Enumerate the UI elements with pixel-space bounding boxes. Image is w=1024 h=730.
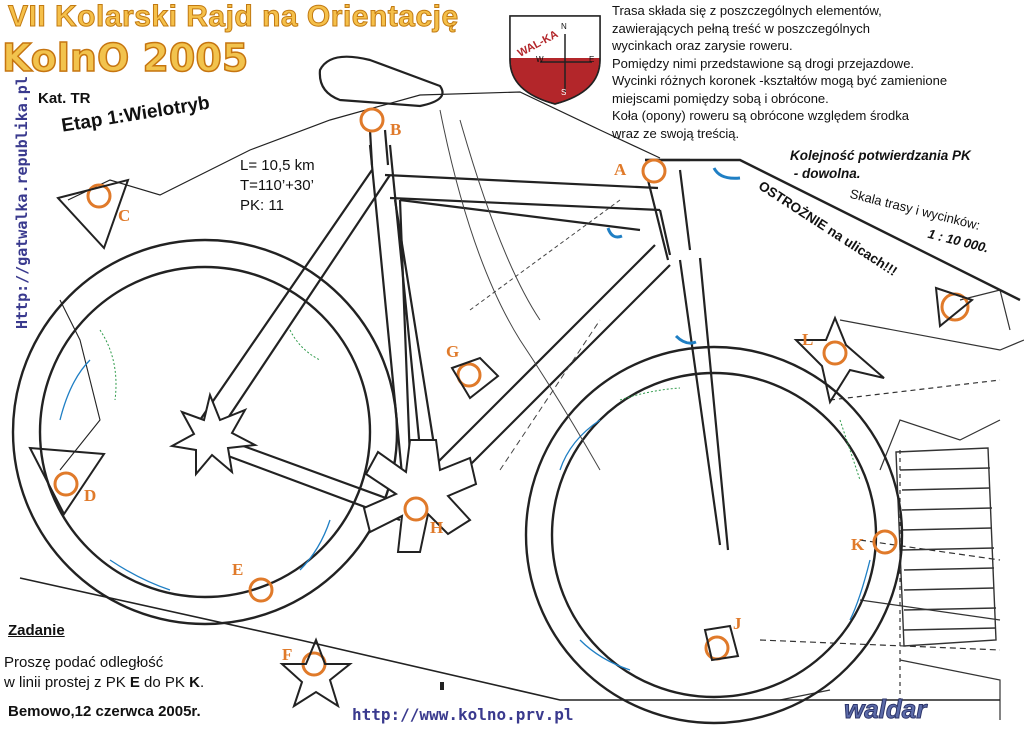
- description-line: wycinkach oraz zarysie roweru.: [612, 38, 793, 53]
- left-boundary: [59, 299, 101, 471]
- control-label-a: A: [614, 160, 627, 179]
- control-label-l: L: [802, 330, 814, 349]
- control-label-e: E: [232, 560, 244, 579]
- logo-compass-s: S: [561, 88, 567, 97]
- description-line: Trasa składa się z poszczególnych elemen…: [612, 3, 882, 18]
- author-signature: waldar: [843, 694, 927, 725]
- route-length: L= 10,5 km: [240, 157, 315, 174]
- control-order-line2: - dowolna.: [790, 166, 861, 181]
- front-wheel: [524, 345, 904, 725]
- description-line: Pomiędzy nimi przedstawione są drogi prz…: [612, 55, 915, 71]
- task-prefix: w linii prostej z PK: [4, 674, 130, 691]
- task-pk-to: K: [189, 674, 200, 691]
- category-label: Kat. TR: [38, 90, 91, 107]
- control-order-note: Kolejność potwierdzania PK - dowolna.: [790, 147, 971, 183]
- route-controls: PK: 11: [240, 197, 284, 214]
- description-line: miejscami pomiędzy sobą i obrócone.: [612, 90, 829, 106]
- description-line: Koła (opony) roweru są obrócone względem…: [612, 108, 909, 123]
- control-label-h: H: [430, 518, 444, 537]
- interior-paths: [439, 109, 621, 471]
- task-line1: Proszę podać odległość: [4, 654, 164, 671]
- control-circle-k: [872, 529, 898, 555]
- description-line: zawierających pełną treść w poszczególny…: [612, 20, 870, 36]
- footer-url[interactable]: http://www.kolno.prv.pl: [352, 705, 574, 724]
- building-block: [895, 447, 997, 647]
- task-pk-from: E: [129, 674, 140, 691]
- task-line2: w linii prostej z PK E do PK K.: [4, 674, 204, 691]
- event-title: VII Kolarski Rajd na Orientację: [8, 0, 459, 34]
- control-circle-c: [86, 183, 112, 209]
- control-label-b: B: [390, 120, 402, 139]
- route-time: T=110’+30’: [240, 177, 314, 194]
- control-circle-l: [822, 340, 848, 366]
- control-circle-g: [456, 362, 482, 388]
- control-circle-h: [403, 496, 429, 522]
- ground-line: [19, 577, 1000, 701]
- control-label-f: F: [282, 645, 293, 664]
- cutout-shapes: [28, 178, 975, 709]
- control-circle-e: [248, 577, 274, 603]
- club-logo: [509, 15, 601, 105]
- event-subtitle: KolnO 2005: [1, 35, 249, 81]
- ground-strip: [440, 682, 444, 690]
- logo-compass-e: E: [589, 55, 595, 64]
- description-line: Wycinki różnych koronek -kształtów mogą …: [612, 73, 948, 88]
- handlebar: [645, 158, 1021, 302]
- road-network: [759, 289, 1024, 720]
- task-heading: Zadanie: [8, 622, 65, 639]
- control-label-j: J: [733, 614, 742, 633]
- control-order-line1: Kolejność potwierdzania PK: [790, 148, 971, 163]
- control-circle-d: [53, 471, 79, 497]
- control-label-g: G: [446, 342, 460, 361]
- saddle: [318, 55, 444, 108]
- logo-compass-n: N: [561, 22, 567, 31]
- handlebar-grip: [712, 167, 741, 180]
- route-description: Trasa składa się z poszczególnych elemen…: [612, 2, 947, 142]
- control-label-c: C: [118, 206, 131, 225]
- task-end: .: [199, 674, 205, 691]
- control-circle-b: [359, 107, 385, 133]
- control-label-k: K: [851, 535, 865, 554]
- logo-compass-w: W: [536, 55, 544, 64]
- control-markers: [53, 107, 970, 677]
- description-line: wraz ze swoją treścią.: [612, 125, 740, 141]
- place-date: Bemowo,12 czerwca 2005r.: [8, 703, 201, 720]
- control-circle-a: [641, 158, 667, 184]
- chainring-star: [168, 391, 259, 477]
- side-url: Http://gatwalka.republika.pl: [13, 76, 31, 329]
- control-label-d: D: [84, 486, 97, 505]
- task-mid: do PK: [139, 674, 190, 691]
- water-feature: [606, 227, 697, 345]
- route-stats: L= 10,5 km T=110’+30’ PK: 11: [240, 156, 315, 216]
- pedal-cross: [362, 439, 478, 553]
